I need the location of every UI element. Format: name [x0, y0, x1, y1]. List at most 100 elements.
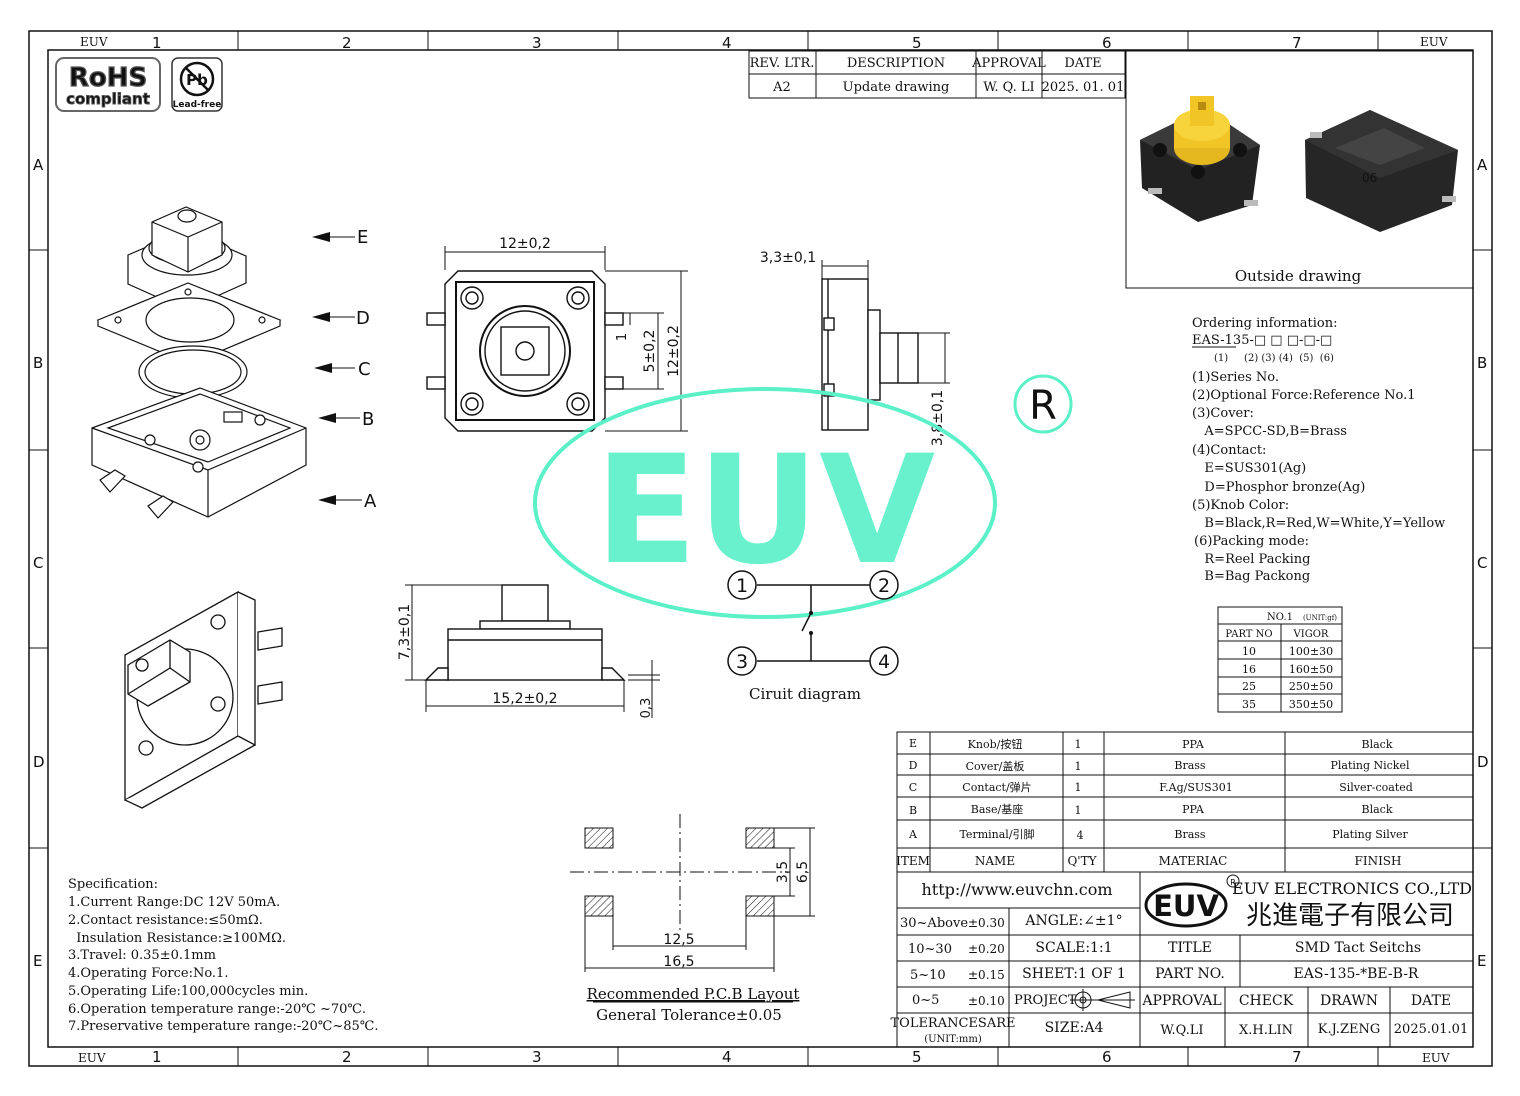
bom-item-d: D: [909, 759, 918, 772]
bom-mat-a: Brass: [1174, 828, 1206, 841]
bom-finish-e: Black: [1362, 738, 1393, 751]
tol-value-1: ±0.30: [968, 916, 1005, 930]
dim-top-tiny: 1: [615, 333, 630, 341]
ordering-line-7: D=Phosphor bronze(Ag): [1192, 480, 1365, 495]
ordering-info: Ordering information: EAS-135-□ □ □-□-□ …: [1192, 316, 1445, 584]
photo-caption: Outside drawing: [1235, 267, 1362, 285]
node-3: 3: [736, 651, 748, 673]
sheet-size: SIZE:A4: [1045, 1020, 1104, 1036]
bom-header-item: ITEM: [896, 854, 930, 868]
spec-line-5: 4.Operating Force:No.1.: [68, 966, 228, 981]
bom-header-material: MATERIAC: [1159, 854, 1228, 868]
rev-header-date: DATE: [1064, 56, 1101, 71]
isometric-view: [124, 590, 283, 809]
force-part-16: 16: [1242, 663, 1256, 676]
col-label-1: 1: [152, 34, 162, 52]
euv-logo: [1144, 882, 1228, 928]
sign-value-date: 2025.01.01: [1394, 1022, 1468, 1037]
pcb-dim-16-5: 16,5: [663, 954, 694, 970]
ordering-line-4: A=SPCC-SD,B=Brass: [1192, 424, 1347, 439]
dim-top-height: 12±0,2: [666, 325, 682, 377]
ordering-line-9: B=Black,R=Red,W=White,Y=Yellow: [1192, 516, 1445, 531]
bom-item-e: E: [909, 737, 917, 750]
pcb-dim-6-5: 6,5: [795, 861, 811, 883]
col-label-6: 6: [1102, 34, 1112, 52]
company-english: EUV ELECTRONICS CO.,LTD: [1232, 879, 1472, 898]
company-chinese: 兆進電子有限公司: [1246, 901, 1454, 931]
title-label: TITLE: [1168, 940, 1212, 956]
bom-item-b: B: [909, 804, 917, 817]
force-header-vigor: VIGOR: [1293, 629, 1329, 640]
bom-header-qty: Q'TY: [1067, 854, 1097, 868]
sheet: SHEET:1 OF 1: [1022, 966, 1126, 982]
force-part-35: 35: [1242, 698, 1256, 711]
label-d: D: [356, 308, 370, 329]
bom-header-finish: FINISH: [1355, 854, 1402, 868]
outer-frame: [28, 30, 1493, 1067]
dim-front-width: 15,2±0,2: [492, 691, 557, 707]
spec-line-1: 1.Current Range:DC 12V 50mA.: [68, 895, 280, 910]
part-no-label: PART NO.: [1155, 966, 1225, 982]
sign-header-check: CHECK: [1239, 993, 1294, 1009]
bom-table: E Knob/按钮 1 PPA Black D Cover/盖板 1 Brass…: [896, 731, 1474, 873]
tol-range-2: 10~30: [908, 942, 952, 957]
row-label-a-right: A: [1477, 156, 1488, 174]
lead-free-badge: Pb Lead-free: [171, 57, 223, 112]
frame-columns: 1 2 3 4 5 6 7 1 2 3 4 5 6 7 EUV EUV EUV …: [78, 31, 1450, 1066]
logo-registered: R: [1230, 878, 1236, 887]
bom-finish-b: Black: [1362, 803, 1393, 816]
euv-watermark: EUV R: [533, 374, 1073, 619]
company-url: http://www.euvchn.com: [921, 880, 1112, 899]
col-label-2: 2: [342, 34, 352, 52]
pcb-caption: Recommended P.C.B Layout: [587, 985, 800, 1003]
force-part-10: 10: [1242, 645, 1256, 658]
bom-qty-d: 1: [1075, 760, 1082, 773]
force-vigor-35: 350±50: [1289, 698, 1333, 711]
ordering-line-8: (5)Knob Color:: [1192, 498, 1289, 513]
specification: Specification: 1.Current Range:DC 12V 50…: [68, 877, 378, 1034]
lead-free-text: Lead-free: [173, 100, 222, 110]
force-table: NO.1 (UNIT:gf) PART NO VIGOR 10 100±30 1…: [1217, 606, 1343, 713]
ordering-line-12: B=Bag Packong: [1192, 569, 1310, 584]
dim-side-width: 3,3±0,1: [760, 250, 816, 266]
force-vigor-16: 160±50: [1289, 663, 1333, 676]
row-label-e: E: [33, 952, 42, 970]
angle-tolerance: ANGLE:∠±1°: [1024, 913, 1122, 929]
force-vigor-25: 250±50: [1289, 680, 1333, 693]
rohs-text: RoHS: [69, 63, 147, 93]
exploded-labels: E D C B A: [312, 227, 377, 512]
sign-header-drawn: DRAWN: [1320, 993, 1378, 1009]
col-label-7: 7: [1292, 34, 1302, 52]
force-header-part: PART NO: [1225, 629, 1272, 640]
col-label-5-bottom: 5: [912, 1048, 922, 1066]
sign-value-check: X.H.LIN: [1239, 1023, 1293, 1038]
row-label-d-right: D: [1477, 753, 1489, 771]
title-value: SMD Tact Seitchs: [1295, 940, 1421, 956]
bom-finish-d: Plating Nickel: [1330, 759, 1410, 772]
ordering-line-3: (3)Cover:: [1192, 406, 1254, 421]
col-label-7-bottom: 7: [1292, 1048, 1302, 1066]
ordering-indices: (1) (2) (3) (4) (5) (6): [1214, 353, 1334, 364]
col-label-1-bottom: 1: [152, 1048, 162, 1066]
spec-line-7: 6.Operation temperature range:-20℃ ~70℃.: [68, 1002, 366, 1017]
row-label-d: D: [33, 753, 45, 771]
exploded-view: [91, 206, 307, 519]
tol-value-2: ±0.20: [968, 942, 1005, 956]
bom-finish-a: Plating Silver: [1332, 828, 1408, 841]
rev-header-desc: DESCRIPTION: [847, 56, 945, 71]
tolerances-unit: (UNIT:mm): [924, 1034, 982, 1045]
project-label: PROJECT: [1014, 993, 1077, 1008]
bom-name-d: Cover/盖板: [966, 759, 1025, 773]
frame-rows: A B C D E A B C D E: [29, 156, 1492, 970]
bom-mat-d: Brass: [1174, 759, 1206, 772]
watermark-text: EUV: [595, 424, 935, 598]
registered-letter: R: [1029, 383, 1057, 429]
bom-qty-e: 1: [1075, 738, 1082, 751]
tol-range-3: 5~10: [910, 968, 946, 983]
ordering-line-5: (4)Contact:: [1192, 443, 1266, 458]
tol-value-4: ±0.10: [968, 994, 1005, 1008]
bom-name-b: Base/基座: [971, 802, 1024, 816]
col-label-4: 4: [722, 34, 732, 52]
sign-header-approval: APPROVAL: [1141, 993, 1221, 1009]
inner-frame: [47, 49, 1474, 1048]
